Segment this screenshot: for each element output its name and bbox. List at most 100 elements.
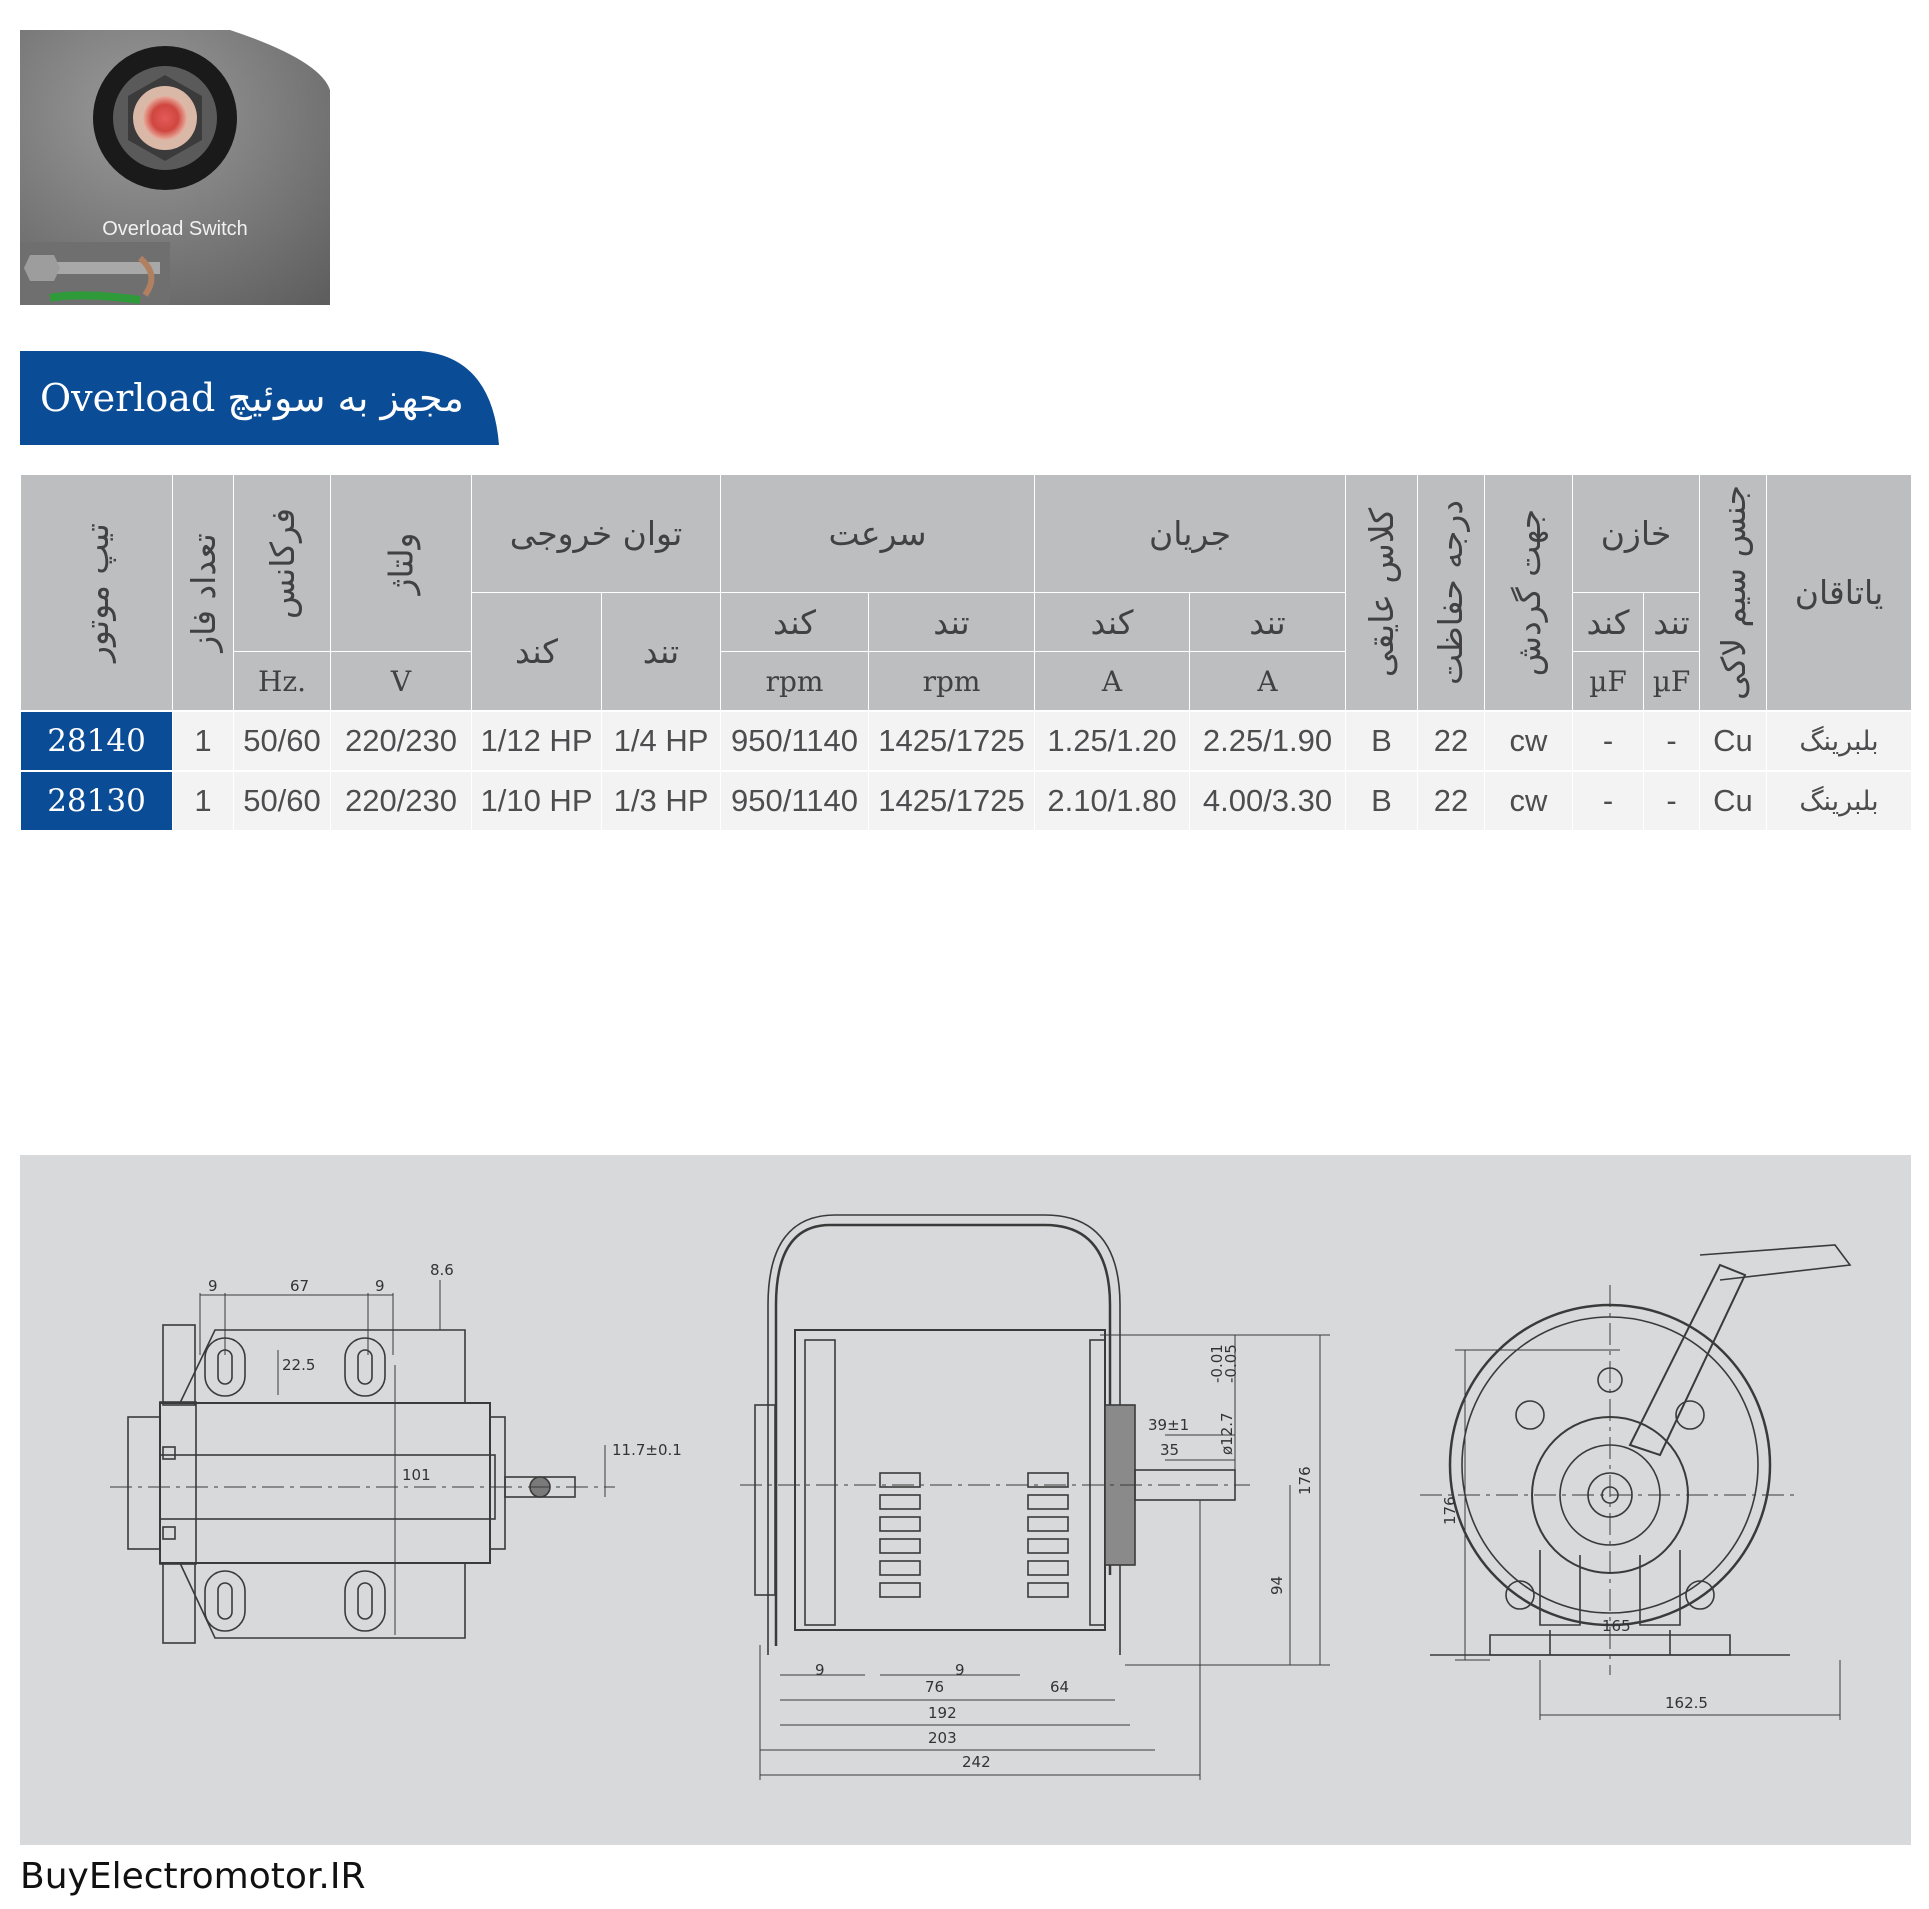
svg-text:35: 35 [1160, 1441, 1179, 1459]
cell-protection: 22 [1417, 710, 1484, 770]
cell-speed-low: 950/1140 [720, 770, 868, 830]
photo-caption: Overload Switch [102, 218, 248, 240]
svg-text:203: 203 [928, 1729, 957, 1747]
svg-text:11.7±0.1: 11.7±0.1 [612, 1441, 682, 1459]
cell-cap-high: - [1643, 710, 1699, 770]
cell-protection: 22 [1417, 770, 1484, 830]
header-speed-high: تند [868, 592, 1034, 651]
svg-text:39±1: 39±1 [1148, 1416, 1189, 1434]
cell-current-low: 2.10/1.80 [1034, 770, 1189, 830]
cell-freq: 50/60 [233, 770, 330, 830]
top-view-dims: 9 67 9 8.6 22.5 101 11.7±0.1 [208, 1261, 682, 1484]
header-phase-count: تعداد فاز [172, 474, 233, 710]
svg-text:176: 176 [1296, 1466, 1314, 1495]
svg-text:9: 9 [815, 1661, 825, 1679]
cell-speed-low: 950/1140 [720, 710, 868, 770]
svg-text:165: 165 [1602, 1617, 1631, 1635]
svg-text:8.6: 8.6 [430, 1261, 454, 1279]
cell-phase: 1 [172, 770, 233, 830]
cell-power-low: 1/10 HP [471, 770, 601, 830]
svg-text:ø12.7: ø12.7 [1218, 1412, 1236, 1455]
header-voltage: ولتاژ [330, 474, 471, 651]
header-current-high: تند [1189, 592, 1345, 651]
cell-speed-high: 1425/1725 [868, 770, 1034, 830]
technical-drawing: 9 67 9 8.6 22.5 101 11.7±0.1 [20, 1155, 1911, 1845]
site-watermark: BuyElectromotor.IR [20, 1856, 366, 1897]
svg-text:-0.01: -0.01 [1208, 1344, 1226, 1383]
header-bearing: یاتاقان [1766, 474, 1911, 710]
header-insulation-class: کلاس عایقی [1345, 474, 1417, 710]
header-cap-unit-high: µF [1643, 651, 1699, 710]
cell-bearing: بلبرینگ [1766, 710, 1911, 770]
cell-cap-high: - [1643, 770, 1699, 830]
header-power-high: تند [601, 592, 720, 710]
header-current-unit-high: A [1189, 651, 1345, 710]
cell-power-low: 1/12 HP [471, 710, 601, 770]
header-voltage-unit: V [330, 651, 471, 710]
header-cap-low: کند [1572, 592, 1643, 651]
header-frequency-unit: Hz. [233, 651, 330, 710]
cell-type: 28130 [20, 770, 172, 830]
header-speed: سرعت [720, 474, 1034, 592]
cell-power-high: 1/4 HP [601, 710, 720, 770]
cell-speed-high: 1425/1725 [868, 710, 1034, 770]
header-capacitor: خازن [1572, 474, 1699, 592]
svg-text:64: 64 [1050, 1678, 1069, 1696]
top-view [110, 1280, 615, 1644]
cell-power-high: 1/3 HP [601, 770, 720, 830]
cell-bearing: بلبرینگ [1766, 770, 1911, 830]
header-cap-unit-low: µF [1572, 651, 1643, 710]
cell-type: 28140 [20, 710, 172, 770]
cell-freq: 50/60 [233, 710, 330, 770]
svg-text:9: 9 [208, 1277, 218, 1295]
cell-current-low: 1.25/1.20 [1034, 710, 1189, 770]
front-view [1420, 1244, 1852, 1720]
header-current-low: کند [1034, 592, 1189, 651]
header-wire-material: جنس سیم لاکی [1699, 474, 1766, 710]
cell-volt: 220/230 [330, 770, 471, 830]
header-current-unit-low: A [1034, 651, 1189, 710]
svg-text:192: 192 [928, 1704, 957, 1722]
cell-wire: Cu [1699, 710, 1766, 770]
cell-cap-low: - [1572, 770, 1643, 830]
svg-text:101: 101 [402, 1466, 431, 1484]
cell-insulation: B [1345, 770, 1417, 830]
banner-title: Overload مجهز به سوئیچ [40, 376, 464, 420]
svg-text:9: 9 [375, 1277, 385, 1295]
header-frequency: فرکانس [233, 474, 330, 651]
side-view-dims: 39±1 35 ø12.7 -0.01 -0.05 176 94 9 76 9 … [815, 1344, 1314, 1771]
svg-text:22.5: 22.5 [282, 1356, 315, 1374]
header-motor-type: تیپ موتور [20, 474, 172, 710]
header-output-power: توان خروجی [471, 474, 720, 592]
front-view-dims: 176 165 162.5 [1441, 1496, 1708, 1712]
cell-wire: Cu [1699, 770, 1766, 830]
svg-text:9: 9 [955, 1661, 965, 1679]
svg-text:-0.05: -0.05 [1222, 1344, 1240, 1383]
header-speed-low: کند [720, 592, 868, 651]
header-current: جریان [1034, 474, 1345, 592]
header-protection: درجه حفاظت [1417, 474, 1484, 710]
cell-rotation: cw [1484, 770, 1572, 830]
cell-cap-low: - [1572, 710, 1643, 770]
svg-text:67: 67 [290, 1277, 309, 1295]
cell-phase: 1 [172, 710, 233, 770]
header-power-low: کند [471, 592, 601, 710]
cell-volt: 220/230 [330, 710, 471, 770]
overload-switch-photo: Overload Switch [20, 30, 330, 305]
cell-rotation: cw [1484, 710, 1572, 770]
header-cap-high: تند [1643, 592, 1699, 651]
cell-insulation: B [1345, 710, 1417, 770]
svg-text:76: 76 [925, 1678, 944, 1696]
svg-text:94: 94 [1268, 1576, 1286, 1595]
svg-text:176: 176 [1441, 1496, 1459, 1525]
section-banner: Overload مجهز به سوئیچ [20, 351, 499, 445]
svg-text:162.5: 162.5 [1665, 1694, 1708, 1712]
cell-current-high: 4.00/3.30 [1189, 770, 1345, 830]
header-speed-unit-high: rpm [868, 651, 1034, 710]
header-rotation: جهت گردش [1484, 474, 1572, 710]
header-speed-unit-low: rpm [720, 651, 868, 710]
spec-table: تیپ موتور تعداد فاز فرکانس Hz. ولتاژ V ت… [20, 474, 1911, 830]
side-view [740, 1214, 1330, 1780]
svg-text:242: 242 [962, 1753, 991, 1771]
cell-current-high: 2.25/1.90 [1189, 710, 1345, 770]
